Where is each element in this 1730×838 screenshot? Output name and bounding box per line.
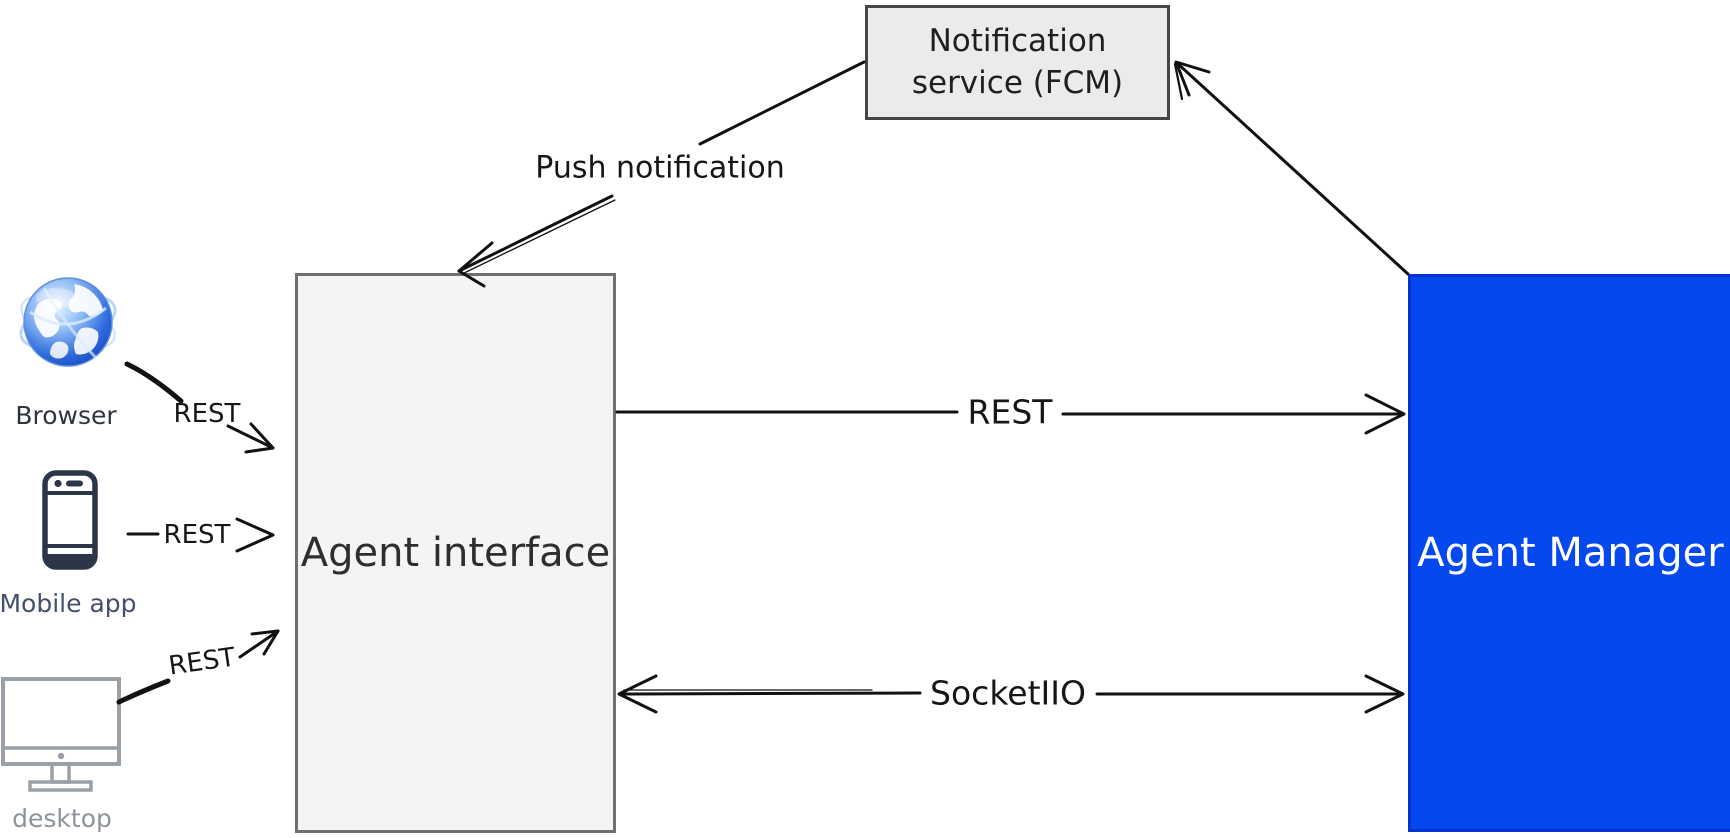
globe-icon bbox=[18, 268, 118, 384]
desktop-label: desktop bbox=[12, 804, 112, 833]
notification-service-label: Notification service (FCM) bbox=[911, 22, 1124, 101]
agent-interface-box: Agent interface bbox=[295, 273, 616, 833]
agent-manager-label: Agent Manager bbox=[1417, 530, 1724, 576]
rest-browser-label: REST bbox=[173, 399, 241, 429]
push-notification-label: Push notification bbox=[535, 150, 785, 186]
mobile-app-label: Mobile app bbox=[0, 589, 137, 618]
notification-service-box: Notification service (FCM) bbox=[865, 5, 1170, 120]
rest-main-label: REST bbox=[967, 392, 1053, 432]
socketio-label: SocketIIO bbox=[930, 673, 1086, 713]
monitor-icon bbox=[0, 676, 124, 798]
manager-to-fcm-arrow bbox=[1173, 60, 1410, 276]
smartphone-icon bbox=[42, 470, 98, 574]
rest-desktop-label: REST bbox=[166, 642, 238, 682]
agent-interface-label: Agent interface bbox=[300, 530, 611, 576]
browser-label: Browser bbox=[15, 401, 117, 430]
agent-manager-box: Agent Manager bbox=[1408, 274, 1730, 832]
rest-mobile-label: REST bbox=[163, 520, 231, 550]
